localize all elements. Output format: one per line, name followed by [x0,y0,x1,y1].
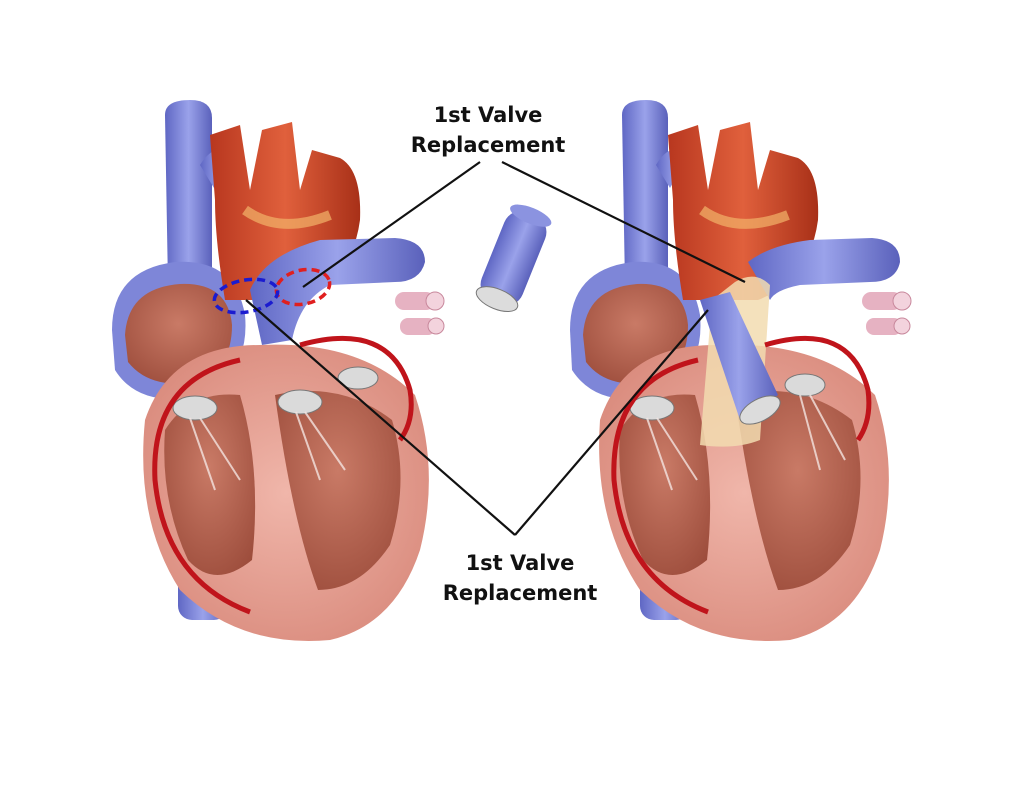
callout-top-right [501,161,746,283]
top-callout-label: 1st Valve Replacement [368,100,608,160]
aortic-valve [337,366,379,390]
valve-conduit-icon [475,204,552,312]
callout-top-left [302,161,481,288]
pulmonary-veins [395,291,445,335]
tricuspid-valve [172,395,218,421]
bottom-callout-line1: 1st Valve [465,551,575,575]
coronary-artery-right [611,357,709,615]
pulmonary-artery [748,238,900,300]
right-ventricle-cavity [619,394,711,575]
autograft-valve [739,395,781,425]
chordae [189,411,346,491]
pulmonary-autograft [700,292,778,420]
top-callout-line2: Replacement [410,133,566,157]
left-ventricle-cavity [735,390,861,590]
superior-vena-cava [622,100,668,285]
callout-lines [245,161,746,536]
top-callout-line1: 1st Valve [433,103,543,127]
right-ventricle-cavity [164,394,256,575]
left-heart-icon [112,100,445,641]
aortic-valve-marker [212,277,280,315]
aorta-highlight [699,205,790,229]
mitral-valve [784,373,826,397]
callout-bottom-right [514,309,709,536]
coronary-artery-left [764,336,872,442]
bottom-callout-line2: Replacement [442,581,598,605]
callout-bottom-left [245,299,516,536]
bottom-callout-label: 1st Valve Replacement [400,548,640,608]
pulmonary-veins [862,291,912,335]
mitral-valve [277,389,323,415]
pulmonary-artery [250,238,425,345]
chordae [646,394,846,491]
aorta-highlight [242,205,332,229]
coronary-artery-right [152,357,251,615]
tricuspid-valve [629,395,675,421]
coronary-artery-left [299,336,414,442]
superior-vena-cava [165,100,212,285]
